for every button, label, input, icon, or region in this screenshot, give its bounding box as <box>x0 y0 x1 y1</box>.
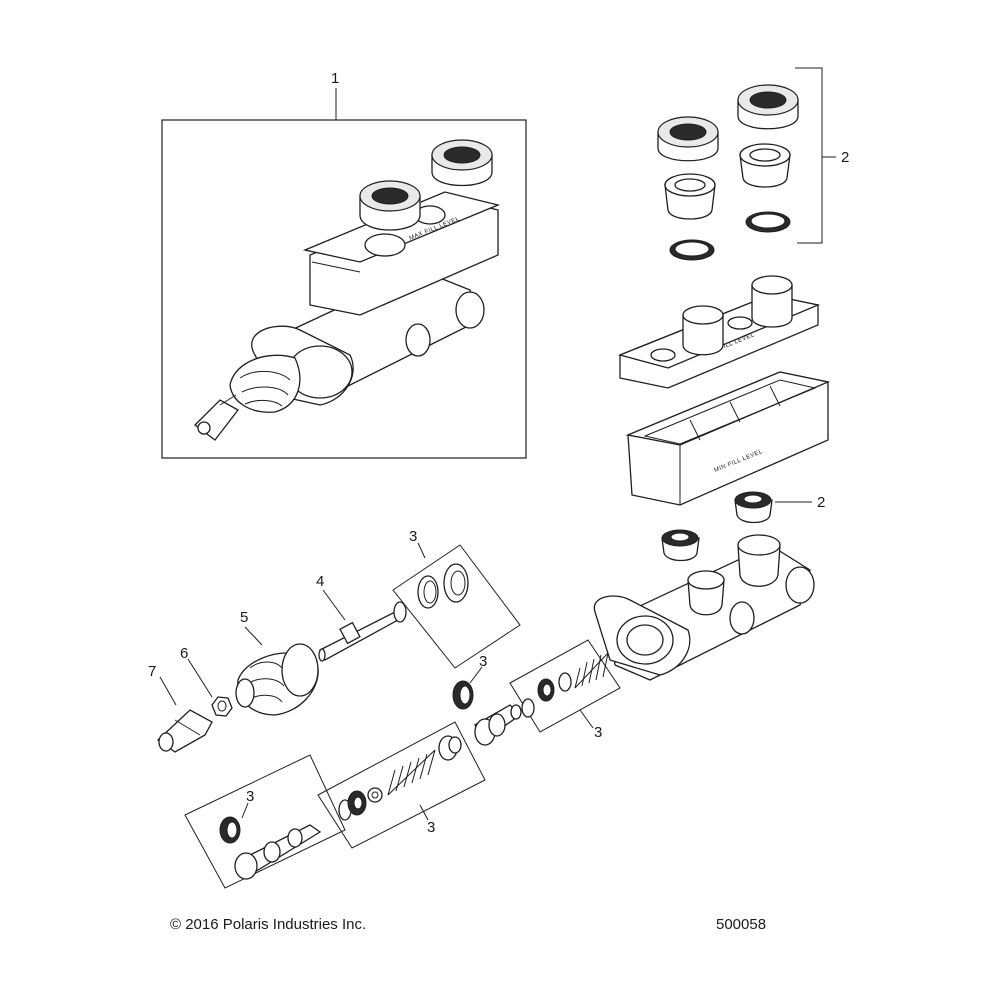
primary-kit-box <box>317 721 486 849</box>
callout-3-primary-seal: 3 <box>246 788 254 805</box>
callout-6: 6 <box>180 645 188 662</box>
secondary-piston <box>474 704 522 746</box>
star-washer-icon <box>367 787 383 803</box>
hex-nut-icon <box>187 658 233 717</box>
reservoir-grommet-right-icon <box>739 143 791 188</box>
secondary-kit-box <box>509 639 621 733</box>
callout-7: 7 <box>148 663 156 680</box>
cap-left-icon <box>657 116 719 162</box>
secondary-spring-icon <box>574 652 609 689</box>
reservoir-cover: MAX FILL LEVEL <box>617 275 821 389</box>
primary-piston-icon <box>234 824 322 880</box>
primary-spring-icon <box>387 749 436 796</box>
callout-3-primary-kit: 3 <box>427 819 435 836</box>
cap-right-icon <box>737 84 799 130</box>
push-rod <box>318 589 407 662</box>
washer-seal-icon <box>443 563 469 603</box>
primary-piston-box <box>184 754 346 889</box>
dust-boot <box>235 626 319 716</box>
callout-3-secondary: 3 <box>594 724 602 741</box>
reservoir-body: MIN FILL LEVEL <box>625 371 831 506</box>
spring-seat-icon <box>438 735 462 761</box>
seal-ring-right-icon <box>745 211 791 233</box>
copyright-text: © 2016 Polaris Industries Inc. <box>170 916 367 933</box>
reservoir-grommet-lower-right-icon <box>734 491 812 524</box>
reservoir-grommet-left-icon <box>664 173 716 220</box>
primary-seal-icon <box>219 816 241 844</box>
diagram-number: 500058 <box>716 916 767 933</box>
reservoir-cap-kit <box>657 67 836 261</box>
single-seal-icon <box>452 666 483 710</box>
master-cylinder-body <box>593 534 815 681</box>
assembled-cap-rear-icon <box>359 180 421 231</box>
callout-5: 5 <box>240 609 248 626</box>
assembled-master-cylinder: MAX FILL LEVEL <box>194 139 501 441</box>
assembled-cap-front-icon <box>431 139 493 187</box>
callout-4: 4 <box>316 573 324 590</box>
reservoir-grommet-lower-left-icon <box>661 529 700 562</box>
callout-1: 1 <box>331 70 339 87</box>
clevis-icon <box>156 676 213 753</box>
snap-ring-icon <box>417 575 439 609</box>
callout-3-rod-seals: 3 <box>409 528 417 545</box>
rod-seal-kit-box <box>392 542 521 669</box>
seal-ring-left-icon <box>669 239 715 261</box>
callout-3-single-seal: 3 <box>479 653 487 670</box>
callout-2-kit: 2 <box>841 149 849 166</box>
master-cylinder-assembly-box <box>161 88 527 459</box>
callout-2-grommet: 2 <box>817 494 825 511</box>
